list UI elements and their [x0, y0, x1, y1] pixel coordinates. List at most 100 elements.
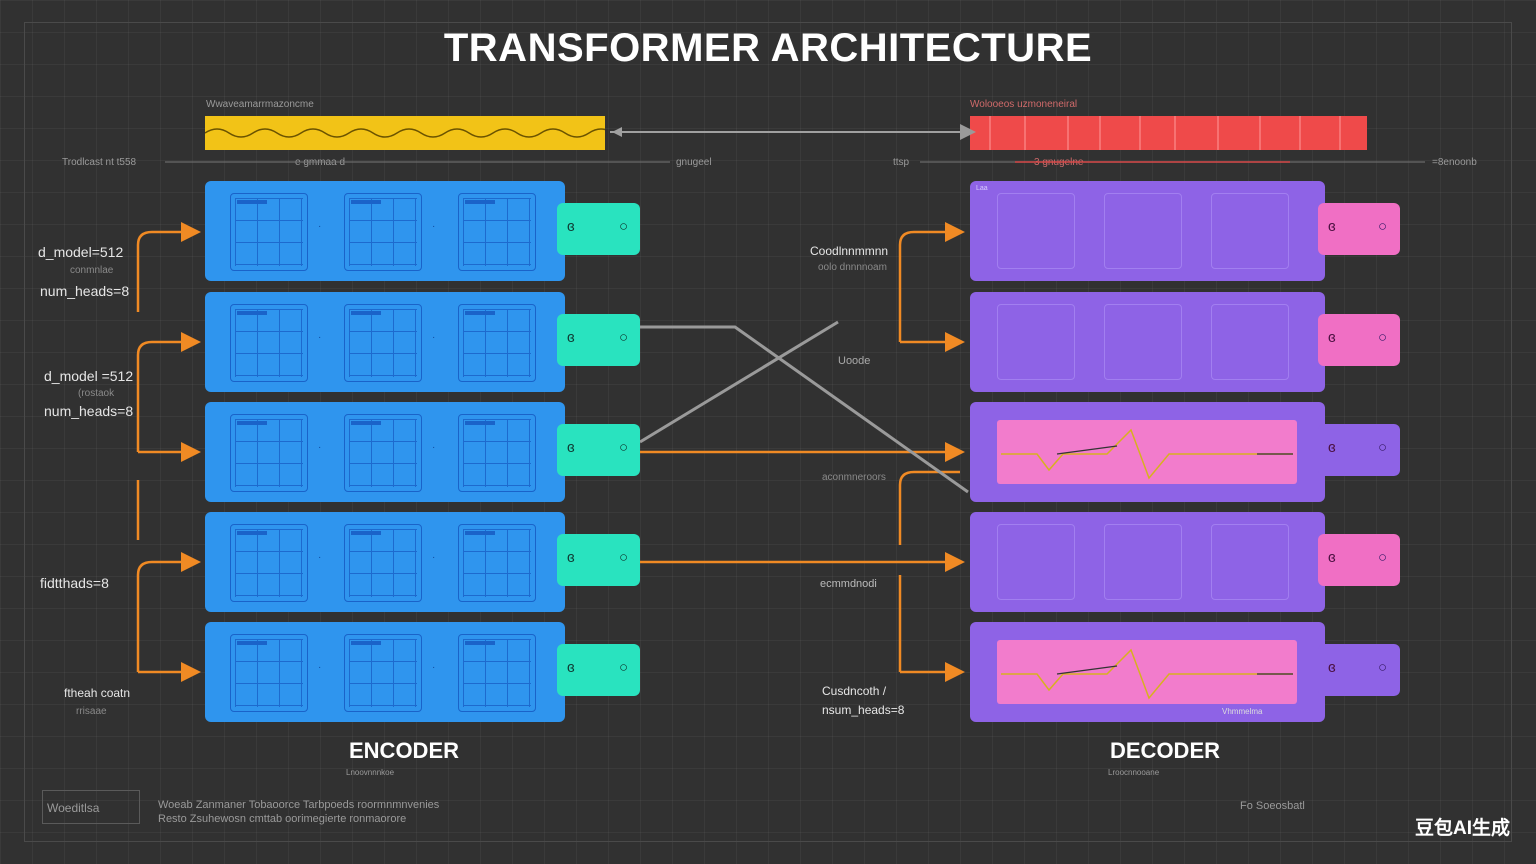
attention-head-cell: [458, 524, 536, 602]
diagram-title: TRANSFORMER ARCHITECTURE: [443, 26, 1093, 70]
swirl-icon: ɞ: [567, 329, 575, 346]
decoder-label-4: ecmmdnodi: [820, 578, 877, 590]
attention-head-cell: [230, 414, 308, 492]
encoder-label-6-sub: rrisaae: [76, 706, 107, 717]
decoder-label-3: aconmneroors: [822, 472, 886, 483]
decoder-sublayer-cell: [1104, 524, 1182, 600]
attention-head-cell: [230, 524, 308, 602]
attention-head-cell: [230, 304, 308, 382]
encoder-layer-3: ··: [205, 402, 565, 502]
swirl-icon: ɞ: [1328, 659, 1336, 676]
separator-dot-icon: ·: [432, 442, 436, 453]
axis-label-mid-right: gnugeel: [676, 157, 712, 168]
decoder-label-1-sub: oolo dnnnnoam: [818, 262, 887, 273]
encoder-label-1: d_model=512: [38, 244, 124, 260]
swirl-icon: ɞ: [567, 218, 575, 235]
decoder-sublayer-cell: [1104, 304, 1182, 380]
separator-dot-icon: ·: [318, 442, 322, 453]
axis-label-right-end: =8enoonb: [1432, 157, 1477, 168]
attention-head-cell: [344, 414, 422, 492]
axis-label-right-a: ttsp: [893, 157, 910, 168]
footer-line-1: Woeab Zanmaner Tobaoorce Tarbpoeds roorm…: [158, 799, 440, 811]
decoder-sublayer-cell: [997, 193, 1075, 269]
decoder-output-node-4: ɞ○: [1318, 534, 1400, 586]
decoder-sublayer-cell: [1211, 304, 1289, 380]
decoder-label-1: Coodlnnmmnn: [810, 244, 889, 258]
separator-dot-icon: ·: [432, 552, 436, 563]
embedding-bar-decoder: [970, 116, 1367, 150]
swirl-icon: ɞ: [567, 659, 575, 676]
attention-head-cell: [458, 634, 536, 712]
encoder-decoder-cross-b: [639, 320, 839, 444]
attention-head-cell: [344, 524, 422, 602]
encoder-decoder-cross-a: [640, 325, 969, 494]
decoder-corner-label: Laa: [976, 185, 988, 192]
separator-dot-icon: ·: [318, 332, 322, 343]
signal-waveform-icon: [1001, 648, 1293, 700]
decoder-title: DECODER: [1110, 738, 1221, 763]
decoder-inner-label: Vhmmelma: [1222, 707, 1263, 716]
encoder-label-2: num_heads=8: [40, 283, 130, 299]
encoder-layer-4: ··: [205, 512, 565, 612]
diagram-frame: [24, 22, 1512, 842]
encoder-input-connectors: [136, 222, 201, 682]
separator-dot-icon: ·: [432, 662, 436, 673]
swirl-icon: ɞ: [567, 549, 575, 566]
sine-wave-icon: [204, 128, 614, 138]
attention-signal-panel: [997, 420, 1297, 484]
decoder-sublayer-cell: [997, 524, 1075, 600]
encoder-output-node-3: ɞ○: [557, 424, 640, 476]
decoder-subtitle: Lroocnnooane: [1108, 768, 1160, 777]
encoder-label-3-sub: (rostaok: [78, 388, 115, 399]
attention-signal-panel: [997, 640, 1297, 704]
decoder-output-node-5: ɞ○: [1318, 644, 1400, 696]
attention-head-cell: [230, 193, 308, 271]
decoder-output-node-3: ɞ○: [1318, 424, 1400, 476]
circle-icon: ○: [1378, 549, 1388, 566]
circle-icon: ○: [1378, 329, 1388, 346]
decoder-layer-1: [970, 181, 1325, 281]
swirl-icon: ɞ: [567, 439, 575, 456]
swirl-icon: ɞ: [1328, 329, 1336, 346]
attention-head-cell: [458, 193, 536, 271]
circle-icon: ○: [619, 659, 629, 676]
embedding-bar-encoder: [204, 116, 614, 150]
tick-marks-icon: [989, 116, 1341, 150]
circle-icon: ○: [1378, 439, 1388, 456]
bar-link-arrow-tail: [612, 127, 622, 137]
encoder-output-node-4: ɞ○: [557, 534, 640, 586]
decoder-sublayer-cell: [997, 304, 1075, 380]
separator-dot-icon: ·: [318, 662, 322, 673]
decoder-output-node-1: ɞ○: [1318, 203, 1400, 255]
encoder-output-node-5: ɞ○: [557, 644, 640, 696]
axis-label-left: Trodlcast nt t558: [62, 157, 137, 168]
watermark: 豆包AI生成: [1414, 818, 1510, 839]
decoder-layer-4: [970, 512, 1325, 612]
separator-dot-icon: ·: [318, 221, 322, 232]
top-right-caption: Wolooeos uzmoneneiral: [970, 99, 1078, 110]
decoder-label-5: Cusdncoth /: [822, 684, 887, 698]
attention-head-cell: [344, 193, 422, 271]
footer-line-2: Resto Zsuhewosn cmttab oorimegierte ronm…: [158, 813, 407, 825]
decoder-output-node-2: ɞ○: [1318, 314, 1400, 366]
encoder-title: ENCODER: [349, 738, 460, 763]
swirl-icon: ɞ: [1328, 549, 1336, 566]
footer-legend-label: Woeditlsa: [47, 801, 100, 815]
encoder-label-3: d_model =512: [44, 368, 134, 384]
encoder-subtitle: Lnoovnnnkoe: [346, 768, 395, 777]
circle-icon: ○: [619, 549, 629, 566]
swirl-icon: ɞ: [1328, 439, 1336, 456]
circle-icon: ○: [1378, 218, 1388, 235]
encoder-label-5: fidtthads=8: [40, 575, 109, 591]
encoder-label-1-sub: conmnlae: [70, 265, 114, 276]
attention-head-cell: [230, 634, 308, 712]
separator-dot-icon: ·: [432, 332, 436, 343]
footer-right-label: Fo Soeosbatl: [1240, 800, 1305, 812]
decoder-sublayer-cell: [1104, 193, 1182, 269]
attention-head-cell: [458, 304, 536, 382]
encoder-output-node-1: ɞ○: [557, 203, 640, 255]
encoder-label-6: ftheah coatn: [64, 686, 131, 700]
swirl-icon: ɞ: [1328, 218, 1336, 235]
attention-head-cell: [344, 634, 422, 712]
separator-dot-icon: ·: [432, 221, 436, 232]
